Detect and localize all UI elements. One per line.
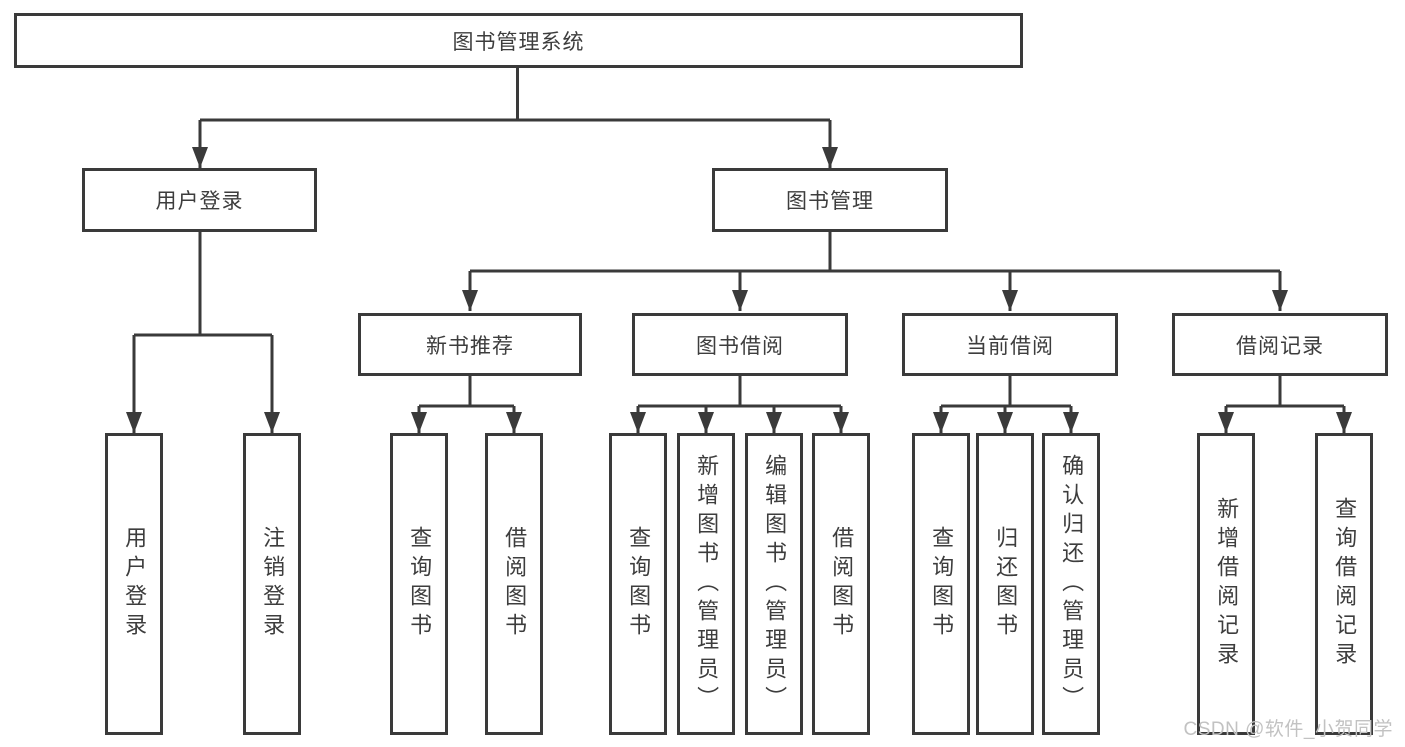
node-label: 借阅记录: [1236, 334, 1324, 358]
node-borrowing-records: 借阅记录: [1172, 313, 1388, 376]
leaf-borrow-books-recommend: 借阅图书: [485, 433, 543, 735]
node-label: 新增图书（管理员）: [694, 453, 720, 715]
node-label: 新增借阅记录: [1214, 497, 1240, 671]
leaf-user-login: 用户登录: [105, 433, 163, 735]
node-label: 查询图书: [929, 526, 955, 642]
leaf-edit-book-admin: 编辑图书（管理员）: [745, 433, 803, 735]
leaf-return-book: 归还图书: [976, 433, 1034, 735]
csdn-watermark: CSDN @软件_小贺同学: [1183, 719, 1393, 740]
node-label: 查询图书: [626, 526, 652, 642]
leaf-confirm-return-admin: 确认归还（管理员）: [1042, 433, 1100, 735]
node-current-borrowing: 当前借阅: [902, 313, 1118, 376]
node-label: 查询借阅记录: [1332, 497, 1358, 671]
node-label: 图书管理系统: [452, 30, 585, 54]
leaf-query-borrow-record: 查询借阅记录: [1315, 433, 1373, 735]
leaf-query-books-borrowing: 查询图书: [609, 433, 667, 735]
node-book-borrowing: 图书借阅: [632, 313, 848, 376]
node-label: 编辑图书（管理员）: [762, 453, 788, 715]
leaf-add-book-admin: 新增图书（管理员）: [677, 433, 735, 735]
node-new-book-recommendation: 新书推荐: [358, 313, 582, 376]
leaf-logout: 注销登录: [243, 433, 301, 735]
leaf-query-books-current: 查询图书: [912, 433, 970, 735]
node-user-login: 用户登录: [82, 168, 317, 232]
node-label: 图书借阅: [696, 334, 784, 358]
node-label: 归还图书: [993, 526, 1019, 642]
node-label: 确认归还（管理员）: [1059, 453, 1085, 715]
leaf-query-books-recommend: 查询图书: [390, 433, 448, 735]
node-book-management: 图书管理: [712, 168, 948, 232]
node-label: 当前借阅: [966, 334, 1054, 358]
node-label: 用户登录: [155, 190, 244, 213]
node-library-management-system: 图书管理系统: [14, 13, 1023, 68]
node-label: 新书推荐: [426, 334, 514, 358]
node-label: 借阅图书: [502, 526, 528, 642]
leaf-borrow-books-borrowing: 借阅图书: [812, 433, 870, 735]
node-label: 查询图书: [407, 526, 433, 642]
node-label: 图书管理: [786, 190, 874, 213]
node-label: 借阅图书: [829, 526, 855, 642]
leaf-add-borrow-record: 新增借阅记录: [1197, 433, 1255, 735]
arrowheads: [126, 147, 1352, 433]
node-label: 注销登录: [260, 526, 286, 642]
node-label: 用户登录: [122, 526, 148, 642]
